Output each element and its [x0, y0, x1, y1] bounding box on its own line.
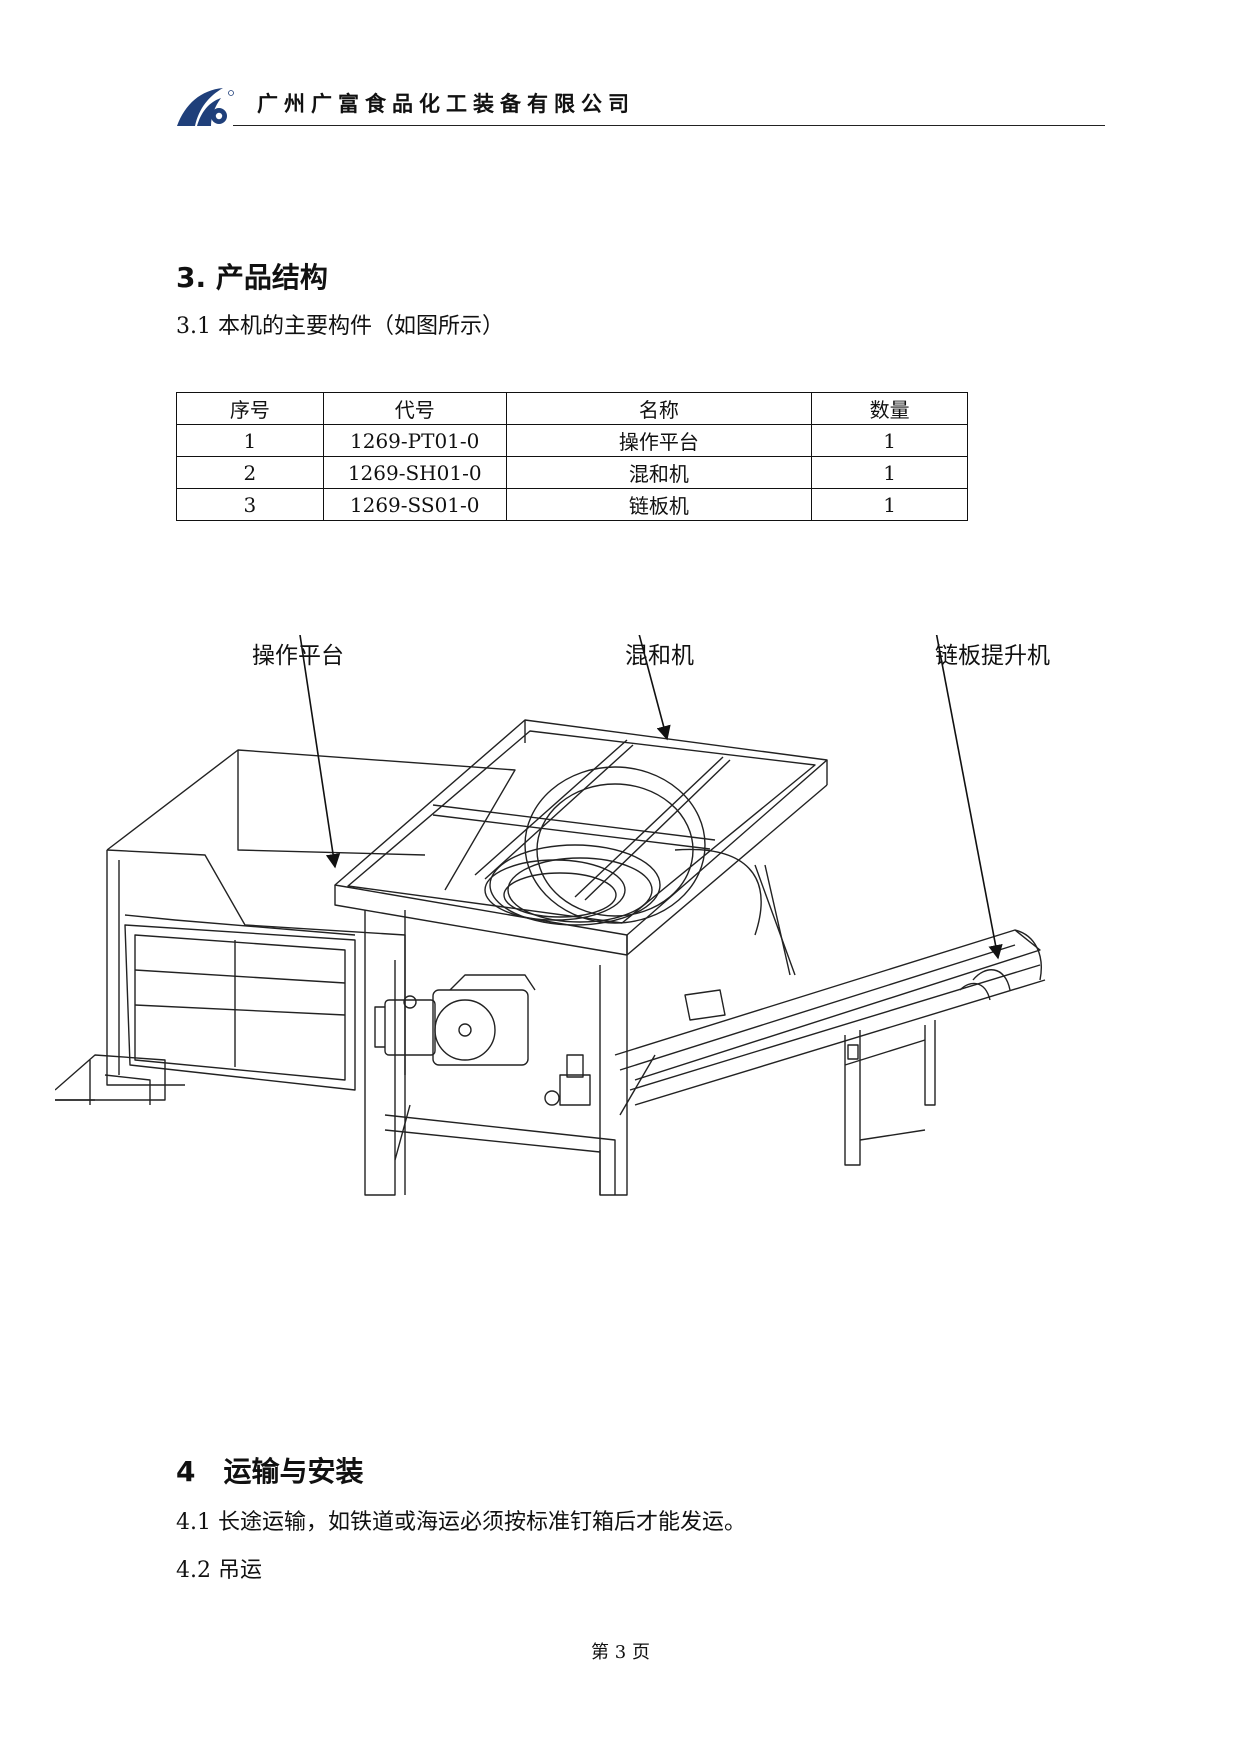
header-cell: 序号 — [176, 392, 324, 425]
company-logo-icon — [177, 88, 234, 126]
table-cell: 3 — [176, 488, 324, 521]
header-cell: 代号 — [322, 392, 507, 425]
table-header-row: 序号 代号 名称 数量 — [176, 392, 968, 425]
mixer-drawing — [334, 719, 828, 1196]
table-row: 1 1269-PT01-0 操作平台 1 — [176, 424, 968, 457]
label-mixer: 混和机 — [625, 643, 694, 669]
page-header: 广州广富食品化工装备有限公司 — [175, 82, 1105, 128]
table-row: 2 1269-SH01-0 混和机 1 — [176, 456, 968, 489]
table-cell: 1269-SH01-0 — [322, 456, 507, 489]
table-cell: 1 — [811, 488, 968, 521]
header-cell: 数量 — [811, 392, 968, 425]
section-4-1-text: 4.1 长途运输，如铁道或海运必须按标准钉箱后才能发运。 — [176, 1510, 746, 1535]
table-cell: 1 — [811, 424, 968, 457]
parts-table: 序号 代号 名称 数量 1 1269-PT01-0 操作平台 1 2 1269-… — [176, 392, 968, 521]
section-4-2-text: 4.2 吊运 — [176, 1558, 262, 1583]
table-cell: 1 — [811, 456, 968, 489]
header-cell: 名称 — [505, 392, 813, 425]
table-cell: 1269-PT01-0 — [322, 424, 507, 457]
table-cell: 混和机 — [505, 456, 813, 489]
company-name: 广州广富食品化工装备有限公司 — [257, 92, 635, 116]
header-divider — [233, 125, 1105, 126]
table-cell: 链板机 — [505, 488, 813, 521]
table-cell: 1269-SS01-0 — [322, 488, 507, 521]
leader-arrows — [299, 635, 1003, 960]
label-elevator: 链板提升机 — [935, 643, 1050, 669]
table-cell: 1 — [176, 424, 324, 457]
section-3-1-text: 3.1 本机的主要构件（如图所示） — [176, 314, 504, 339]
operation-platform-drawing — [55, 749, 516, 1105]
page-number: 第 3 页 — [591, 1642, 650, 1663]
section-3-title: 3. 产品结构 — [176, 261, 328, 294]
table-cell: 操作平台 — [505, 424, 813, 457]
machine-drawing — [55, 635, 1046, 1196]
label-platform: 操作平台 — [252, 643, 344, 669]
chain-elevator-drawing — [614, 929, 1046, 1166]
section-4-title: 4 运输与安装 — [176, 1455, 364, 1488]
table-row: 3 1269-SS01-0 链板机 1 — [176, 488, 968, 521]
table-cell: 2 — [176, 456, 324, 489]
